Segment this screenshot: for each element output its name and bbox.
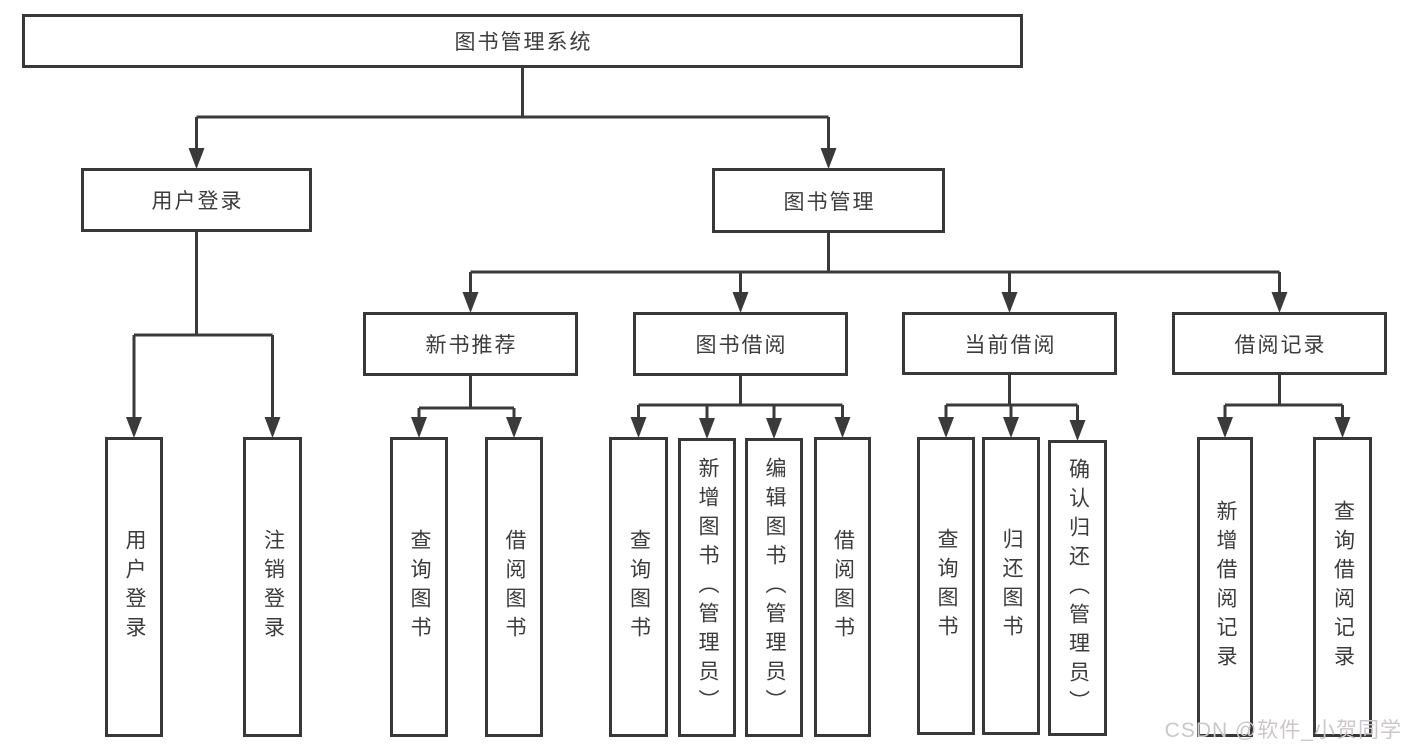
arrowhead-down-icon [732,292,749,313]
arrowhead-down-icon [411,417,427,438]
node-label: 确认归还（管理员） [1066,457,1090,719]
node-borrowing-records: 借阅记录 [1172,312,1387,375]
node-label: 图书借阅 [695,334,788,357]
node-label: 用户登录 [151,190,244,213]
node-label: 查询图书 [408,529,431,645]
node-leaf-borrow-books-recommend: 借阅图书 [485,437,543,737]
node-current-borrowing: 当前借阅 [902,312,1117,375]
node-label: 查询图书 [627,529,651,645]
node-leaf-query-books-current: 查询图书 [917,437,975,735]
arrowhead-down-icon [126,417,142,438]
arrowhead-down-icon [1069,420,1086,441]
node-new-book-recommend: 新书推荐 [363,312,578,376]
arrowhead-down-icon [506,417,522,438]
node-label: 注销登录 [261,529,285,645]
node-label: 用户登录 [123,529,146,645]
node-leaf-query-borrow-record: 查询借阅记录 [1313,437,1372,737]
arrowhead-down-icon [1217,417,1233,438]
node-leaf-add-book-admin: 新增图书（管理员） [678,438,736,737]
node-label: 归还图书 [1000,528,1023,644]
node-label: 新增图书（管理员） [696,457,719,718]
node-leaf-edit-book-admin: 编辑图书（管理员） [745,438,803,737]
node-label: 查询借阅记录 [1331,500,1355,674]
arrowhead-down-icon [1003,417,1019,438]
node-label: 新增借阅记录 [1214,500,1237,674]
node-leaf-add-borrow-record: 新增借阅记录 [1197,437,1253,737]
node-leaf-query-books-borrowing: 查询图书 [609,437,668,737]
node-book-borrowing: 图书借阅 [633,312,848,376]
node-label: 借阅图书 [503,529,526,645]
arrowhead-down-icon [264,417,281,438]
node-label: 借阅记录 [1234,333,1327,357]
arrowhead-down-icon [699,418,715,439]
arrowhead-down-icon [1271,292,1288,313]
node-user-login-module: 用户登录 [81,168,312,232]
arrowhead-down-icon [462,292,479,313]
node-label: 当前借阅 [964,333,1057,357]
watermark: CSDN @软件_小贺同学 [1164,719,1402,742]
arrowhead-down-icon [1001,292,1018,313]
node-leaf-confirm-return-admin: 确认归还（管理员） [1048,440,1107,736]
node-label: 图书管理系统 [454,31,593,54]
node-label: 借阅图书 [831,529,855,645]
node-label: 查询图书 [935,528,958,644]
arrowhead-down-icon [766,418,782,439]
node-label: 新书推荐 [425,334,518,357]
node-book-management-module: 图书管理 [712,168,945,233]
arrowhead-down-icon [938,417,954,438]
node-label: 图书管理 [783,190,876,214]
arrowhead-down-icon [820,148,837,169]
arrowhead-down-icon [834,417,851,438]
node-root: 图书管理系统 [22,14,1023,68]
node-leaf-borrow-books-borrowing: 借阅图书 [814,437,871,737]
arrowhead-down-icon [1334,417,1351,438]
node-leaf-logout: 注销登录 [243,437,302,737]
node-label: 编辑图书（管理员） [763,457,786,718]
arrowhead-down-icon [630,417,647,438]
node-leaf-query-books-recommend: 查询图书 [390,437,448,737]
node-leaf-return-books: 归还图书 [982,437,1040,735]
arrowhead-down-icon [188,148,205,169]
node-leaf-user-login: 用户登录 [105,437,163,737]
